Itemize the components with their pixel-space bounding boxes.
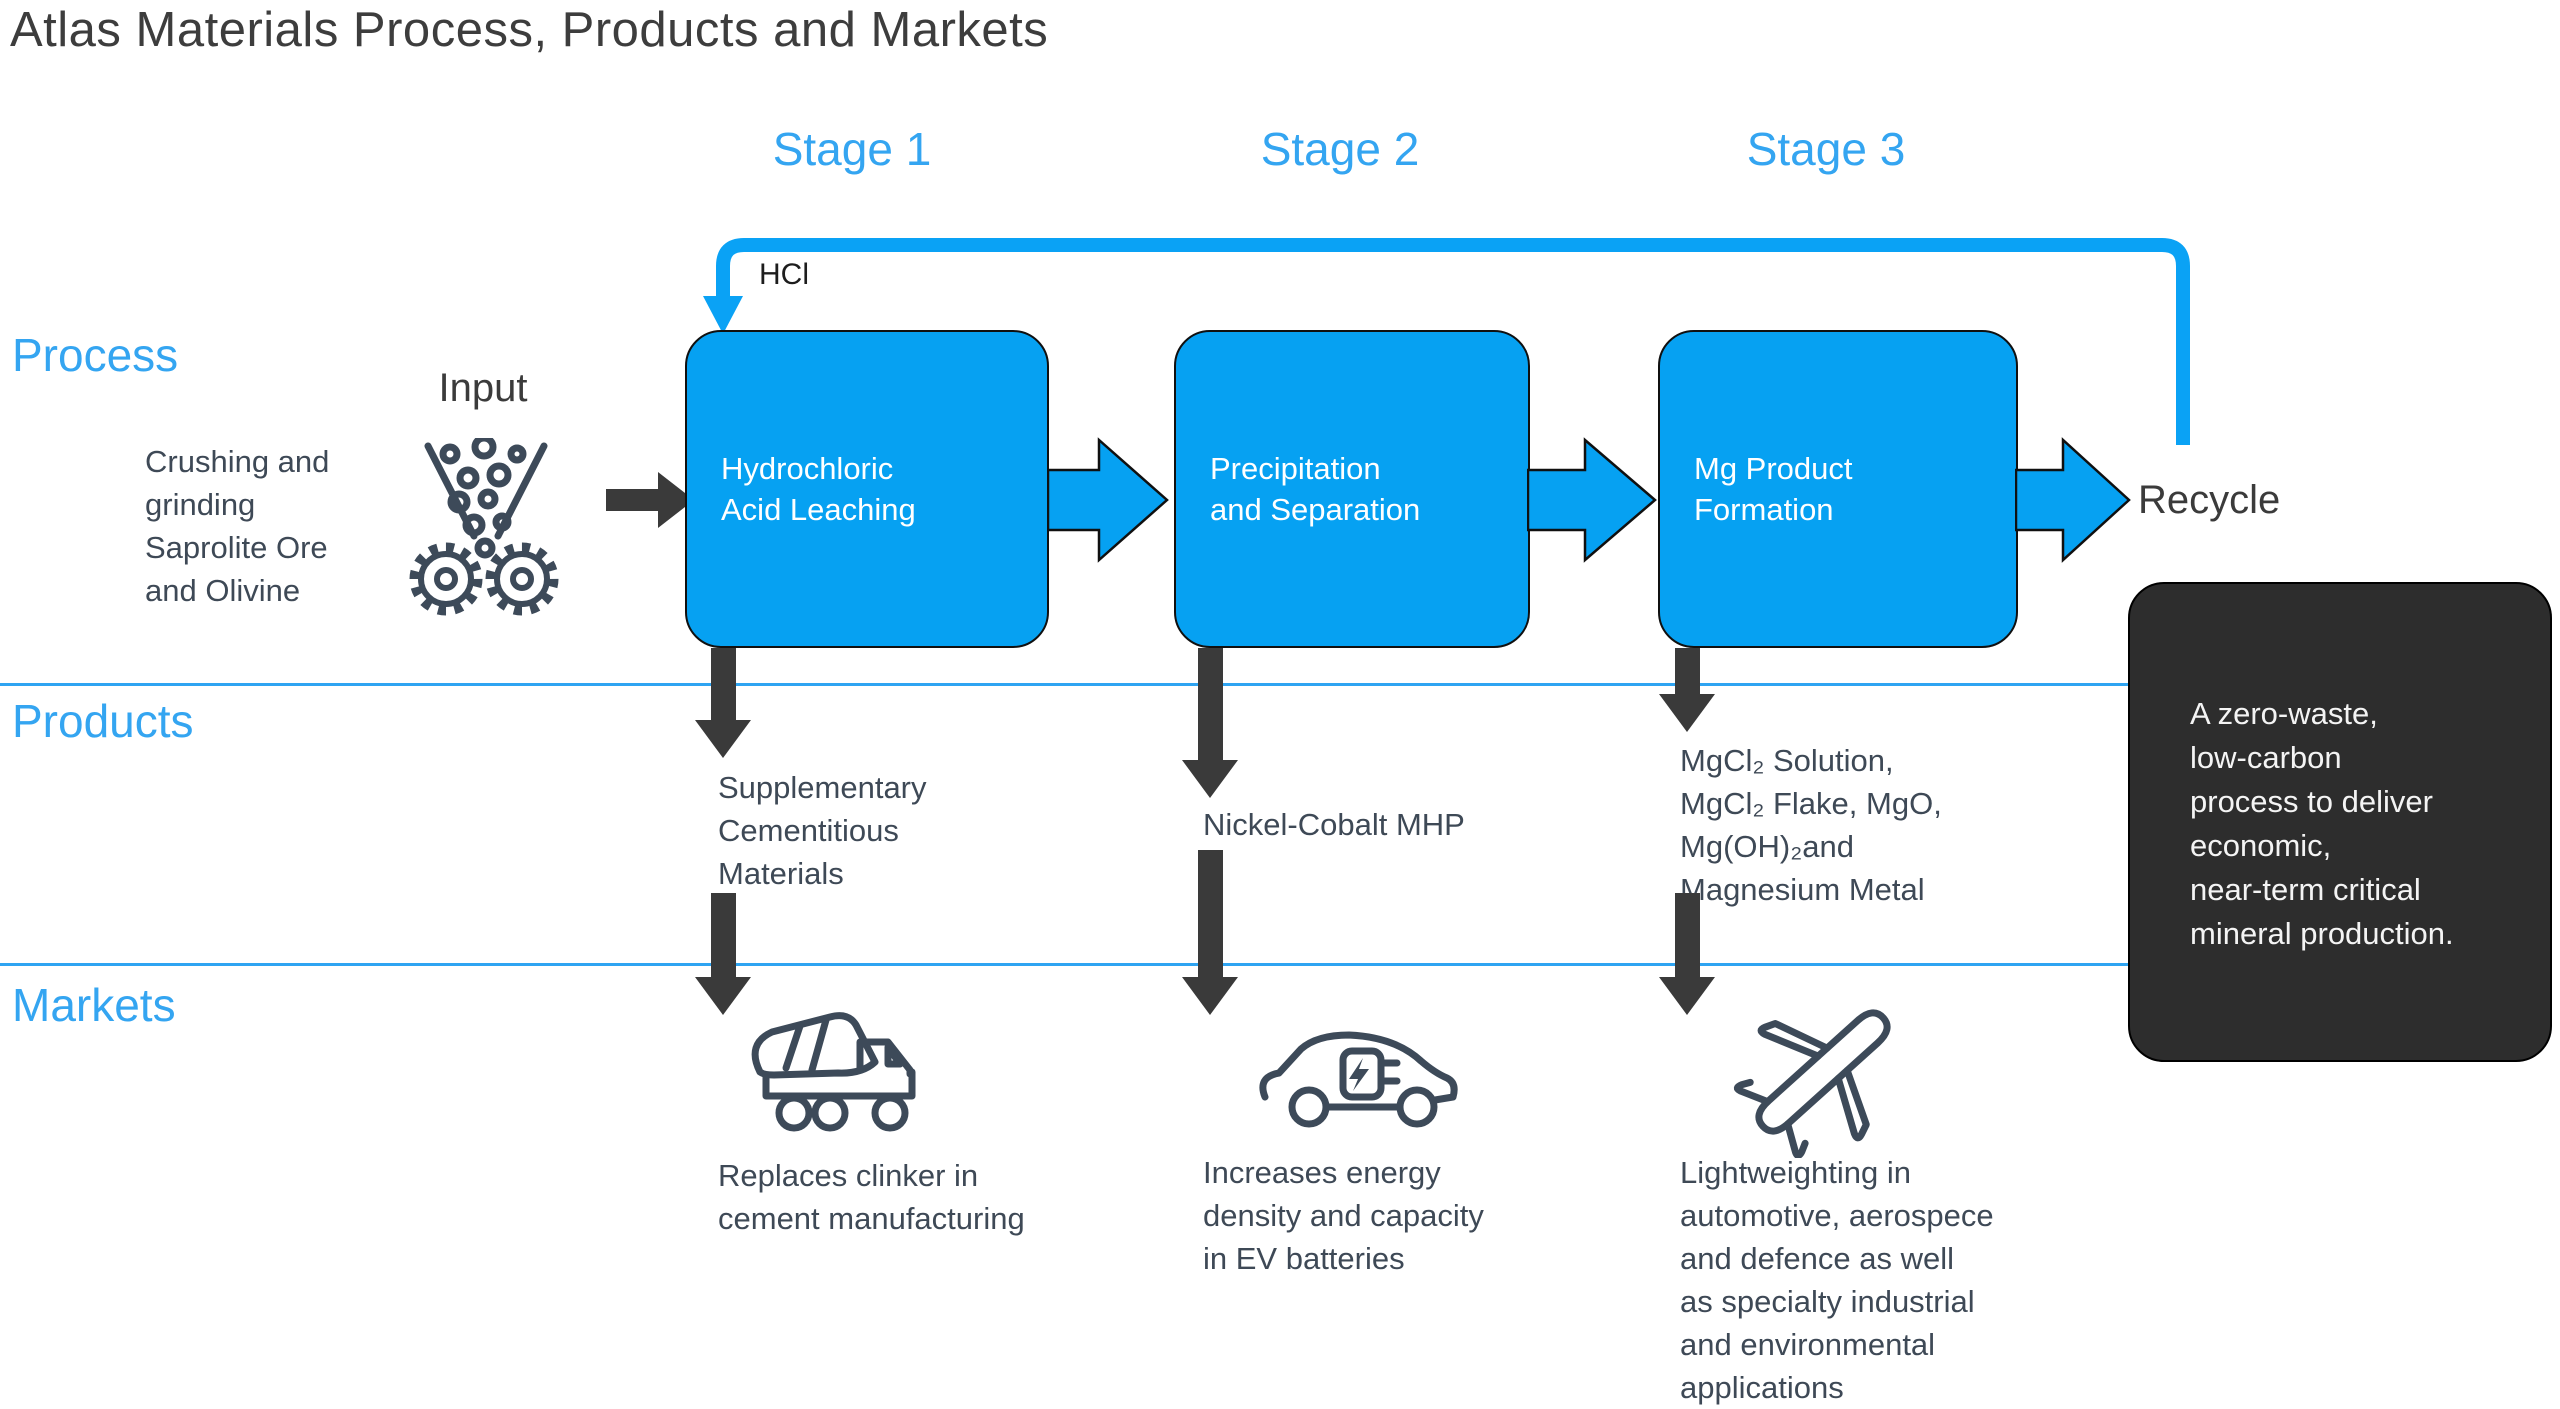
down-arrow-products-2 bbox=[1182, 648, 1238, 798]
text-line: grinding bbox=[145, 487, 256, 522]
recycle-pipe-line bbox=[716, 238, 2190, 445]
process-box-mg-product: Mg Product Formation bbox=[1658, 330, 2018, 648]
gear-right-icon bbox=[485, 542, 559, 616]
lightning-bolt-icon bbox=[1349, 1058, 1369, 1091]
text-line: Nickel-Cobalt MHP bbox=[1203, 807, 1465, 842]
text-line: applications bbox=[1680, 1370, 1844, 1405]
process-box-precipitation: Precipitation and Separation bbox=[1174, 330, 1530, 648]
hcl-label: HCl bbox=[759, 258, 809, 291]
text-line: Acid Leaching bbox=[721, 492, 916, 527]
text-line: process to deliver bbox=[2190, 784, 2433, 819]
text-line: MgCl₂ Flake, MgO, bbox=[1680, 786, 1942, 821]
market-text-1: Replaces clinker in cement manufacturing bbox=[718, 1154, 1025, 1240]
products-row-label: Products bbox=[12, 695, 194, 747]
text-line: as specialty industrial bbox=[1680, 1284, 1975, 1319]
stage-1-label: Stage 1 bbox=[772, 123, 932, 175]
text-line: automotive, aerospece bbox=[1680, 1198, 1994, 1233]
flow-arrow-recycle-icon bbox=[2015, 437, 2131, 563]
text-line: and environmental bbox=[1680, 1327, 1936, 1362]
airplane-icon bbox=[1733, 1009, 1891, 1158]
page-title: Atlas Materials Process, Products and Ma… bbox=[10, 3, 1049, 57]
gear-left-icon bbox=[409, 542, 483, 616]
text-line: economic, bbox=[2190, 828, 2332, 863]
process-box-leaching: Hydrochloric Acid Leaching bbox=[685, 330, 1049, 648]
text-line: Saprolite Ore bbox=[145, 530, 328, 565]
down-arrow-products-1 bbox=[695, 648, 751, 758]
product-text-1: Supplementary Cementitious Materials bbox=[718, 766, 927, 895]
down-arrow-products-3 bbox=[1659, 648, 1715, 732]
market-text-2: Increases energy density and capacity in… bbox=[1203, 1151, 1484, 1280]
text-line: Precipitation bbox=[1210, 451, 1381, 486]
stage-2-label: Stage 2 bbox=[1260, 123, 1420, 175]
process-box-label: Mg Product Formation bbox=[1660, 448, 1853, 530]
input-label: Input bbox=[438, 366, 528, 410]
text-line: Increases energy bbox=[1203, 1155, 1441, 1190]
benefit-panel bbox=[2128, 582, 2552, 1062]
text-line: cement manufacturing bbox=[718, 1201, 1025, 1236]
text-line: Materials bbox=[718, 856, 844, 891]
text-line: density and capacity bbox=[1203, 1198, 1484, 1233]
input-arrow-icon bbox=[606, 472, 694, 528]
down-arrow-markets-2 bbox=[1182, 850, 1238, 1015]
market-text-3: Lightweighting in automotive, aerospece … bbox=[1680, 1151, 1994, 1409]
text-line: Hydrochloric bbox=[721, 451, 894, 486]
products-divider-line bbox=[0, 683, 2128, 686]
text-line: Formation bbox=[1694, 492, 1834, 527]
product-text-2: Nickel-Cobalt MHP bbox=[1203, 803, 1465, 846]
text-line: Magnesium Metal bbox=[1680, 872, 1925, 907]
flow-arrow-1-icon bbox=[1047, 437, 1169, 563]
down-arrow-markets-3 bbox=[1659, 893, 1715, 1015]
recycle-pipe-arrowhead-icon bbox=[703, 296, 743, 334]
product-text-3: MgCl₂ Solution, MgCl₂ Flake, MgO, Mg(OH)… bbox=[1680, 739, 1942, 911]
text-line: Supplementary bbox=[718, 770, 927, 805]
text-line: MgCl₂ Solution, bbox=[1680, 743, 1894, 778]
text-line: Replaces clinker in bbox=[718, 1158, 979, 1193]
text-line: mineral production. bbox=[2190, 916, 2454, 951]
text-line: Mg(OH)₂and bbox=[1680, 829, 1854, 864]
text-line: low-carbon bbox=[2190, 740, 2342, 775]
markets-row-label: Markets bbox=[12, 979, 176, 1031]
text-line: in EV batteries bbox=[1203, 1241, 1405, 1276]
text-line: and Olivine bbox=[145, 573, 301, 608]
process-box-label: Precipitation and Separation bbox=[1176, 448, 1420, 530]
input-description: Crushing and grinding Saprolite Ore and … bbox=[145, 440, 329, 612]
crusher-gears-icon bbox=[409, 438, 559, 616]
text-line: and Separation bbox=[1210, 492, 1421, 527]
process-box-label: Hydrochloric Acid Leaching bbox=[687, 448, 916, 530]
text-line: and defence as well bbox=[1680, 1241, 1955, 1276]
markets-divider-line bbox=[0, 963, 2128, 966]
text-line: near-term critical bbox=[2190, 872, 2421, 907]
flow-arrow-2-icon bbox=[1527, 437, 1657, 563]
stage-3-label: Stage 3 bbox=[1746, 123, 1906, 175]
text-line: Lightweighting in bbox=[1680, 1155, 1911, 1190]
cement-truck-icon bbox=[751, 1012, 916, 1132]
text-line: Cementitious bbox=[718, 813, 899, 848]
text-line: Crushing and bbox=[145, 444, 330, 479]
ev-car-icon bbox=[1259, 1031, 1458, 1128]
text-line: A zero-waste, bbox=[2190, 696, 2378, 731]
recycle-label: Recycle bbox=[2138, 478, 2281, 522]
process-row-label: Process bbox=[12, 329, 179, 381]
text-line: Mg Product bbox=[1694, 451, 1853, 486]
down-arrow-markets-1 bbox=[695, 893, 751, 1015]
benefit-panel-text: A zero-waste, low-carbon process to deli… bbox=[2190, 692, 2454, 956]
